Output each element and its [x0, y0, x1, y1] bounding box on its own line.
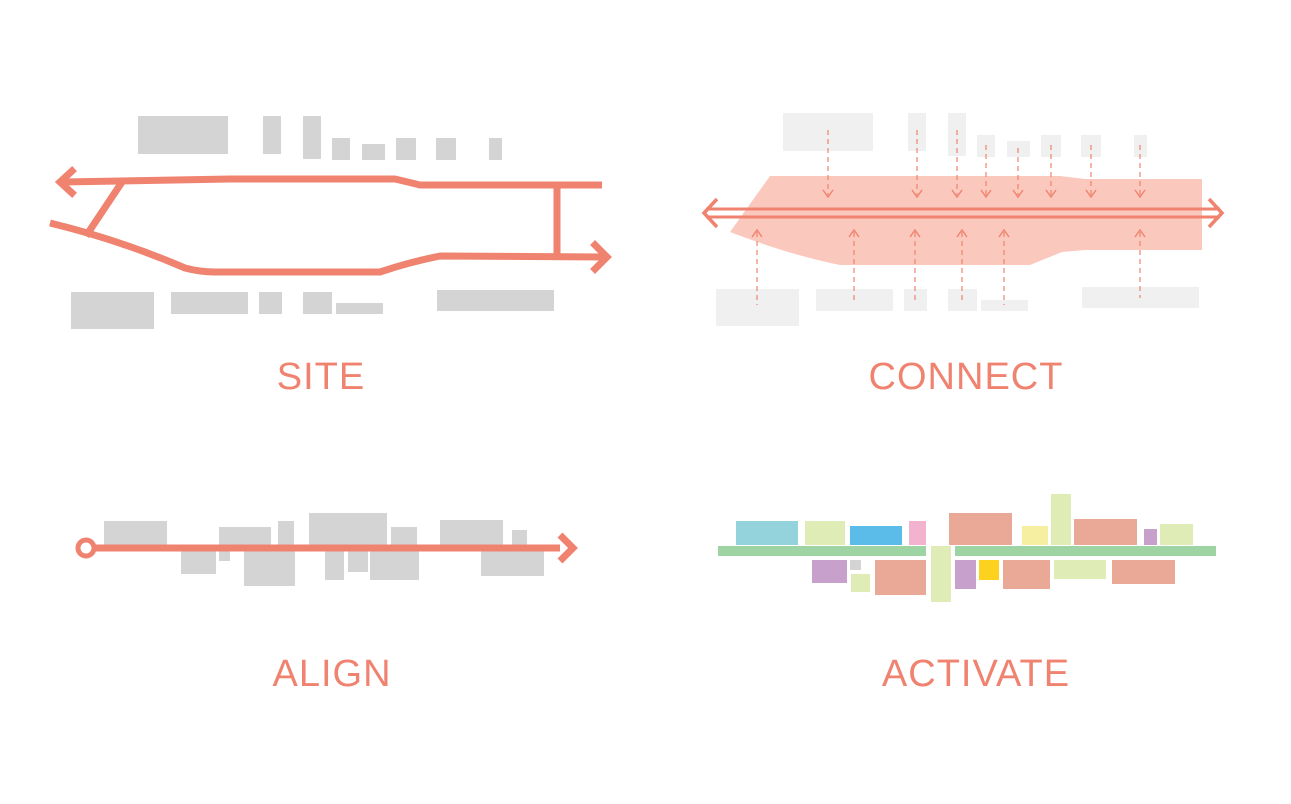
program-block	[909, 521, 926, 545]
program-block	[1003, 560, 1050, 589]
road-connector-west	[83, 180, 125, 238]
building	[391, 527, 417, 548]
building	[303, 116, 321, 159]
program-block	[851, 574, 870, 592]
building	[303, 292, 332, 314]
program-block	[1160, 524, 1193, 545]
align-label: ALIGN	[272, 653, 392, 695]
align-buildings	[104, 513, 544, 586]
building	[104, 521, 167, 548]
building	[440, 520, 503, 548]
program-block	[1054, 560, 1106, 579]
building	[437, 290, 554, 311]
program-block	[955, 560, 976, 589]
building	[396, 138, 416, 160]
arrow-head-icon	[54, 166, 612, 274]
program-block	[1051, 494, 1071, 545]
program-block	[875, 560, 926, 595]
activate-label: ACTIVATE	[881, 653, 1071, 695]
building	[512, 530, 527, 548]
program-block	[812, 560, 847, 583]
building	[436, 138, 456, 160]
building	[481, 548, 544, 576]
building	[244, 548, 295, 586]
connect-corridor-zone	[730, 176, 1202, 265]
site-label: SITE	[276, 356, 366, 398]
building	[278, 521, 294, 548]
program-block	[1074, 519, 1137, 545]
connect-buildings-south	[716, 287, 1199, 326]
building	[981, 300, 1028, 311]
connect-panel	[701, 113, 1225, 326]
site-buildings-north	[138, 116, 502, 160]
arrow-head-icon	[557, 532, 578, 564]
building	[219, 548, 230, 561]
road-north	[61, 175, 602, 189]
building	[336, 303, 383, 314]
program-block	[1112, 560, 1175, 584]
program-block	[736, 521, 798, 545]
activate-panel	[718, 494, 1216, 602]
program-block	[949, 513, 1012, 545]
connect-links	[756, 130, 1141, 305]
building	[332, 138, 350, 160]
building	[181, 548, 216, 574]
activate-green-spine	[718, 546, 1216, 556]
start-point-icon	[75, 537, 97, 559]
program-block	[850, 526, 902, 545]
connect-buildings-north	[783, 113, 1147, 157]
building	[370, 548, 419, 580]
building	[309, 513, 387, 548]
program-block	[1022, 526, 1048, 545]
connect-link-arrowheads	[751, 189, 1146, 238]
building	[259, 292, 282, 314]
program-block	[805, 521, 845, 545]
program-block	[1144, 529, 1157, 545]
building	[325, 548, 344, 580]
building	[362, 144, 385, 160]
site-panel	[49, 116, 612, 329]
building	[138, 116, 228, 154]
connect-label: CONNECT	[868, 356, 1064, 398]
program-block	[850, 560, 861, 570]
connect-main-axis	[706, 207, 1220, 219]
building	[219, 527, 271, 548]
site-buildings-south	[71, 290, 554, 329]
building	[171, 292, 248, 314]
double-arrow-head-icon	[701, 197, 1225, 229]
building	[716, 289, 799, 326]
site-roads	[49, 175, 605, 276]
program-block	[979, 560, 999, 580]
building	[71, 292, 154, 329]
building	[263, 116, 281, 154]
align-panel	[75, 513, 578, 586]
building	[489, 138, 502, 160]
activate-blocks-north	[736, 494, 1193, 545]
building	[348, 548, 368, 572]
road-south	[49, 219, 605, 276]
activate-blocks-south	[812, 546, 1175, 602]
program-block	[931, 546, 951, 602]
